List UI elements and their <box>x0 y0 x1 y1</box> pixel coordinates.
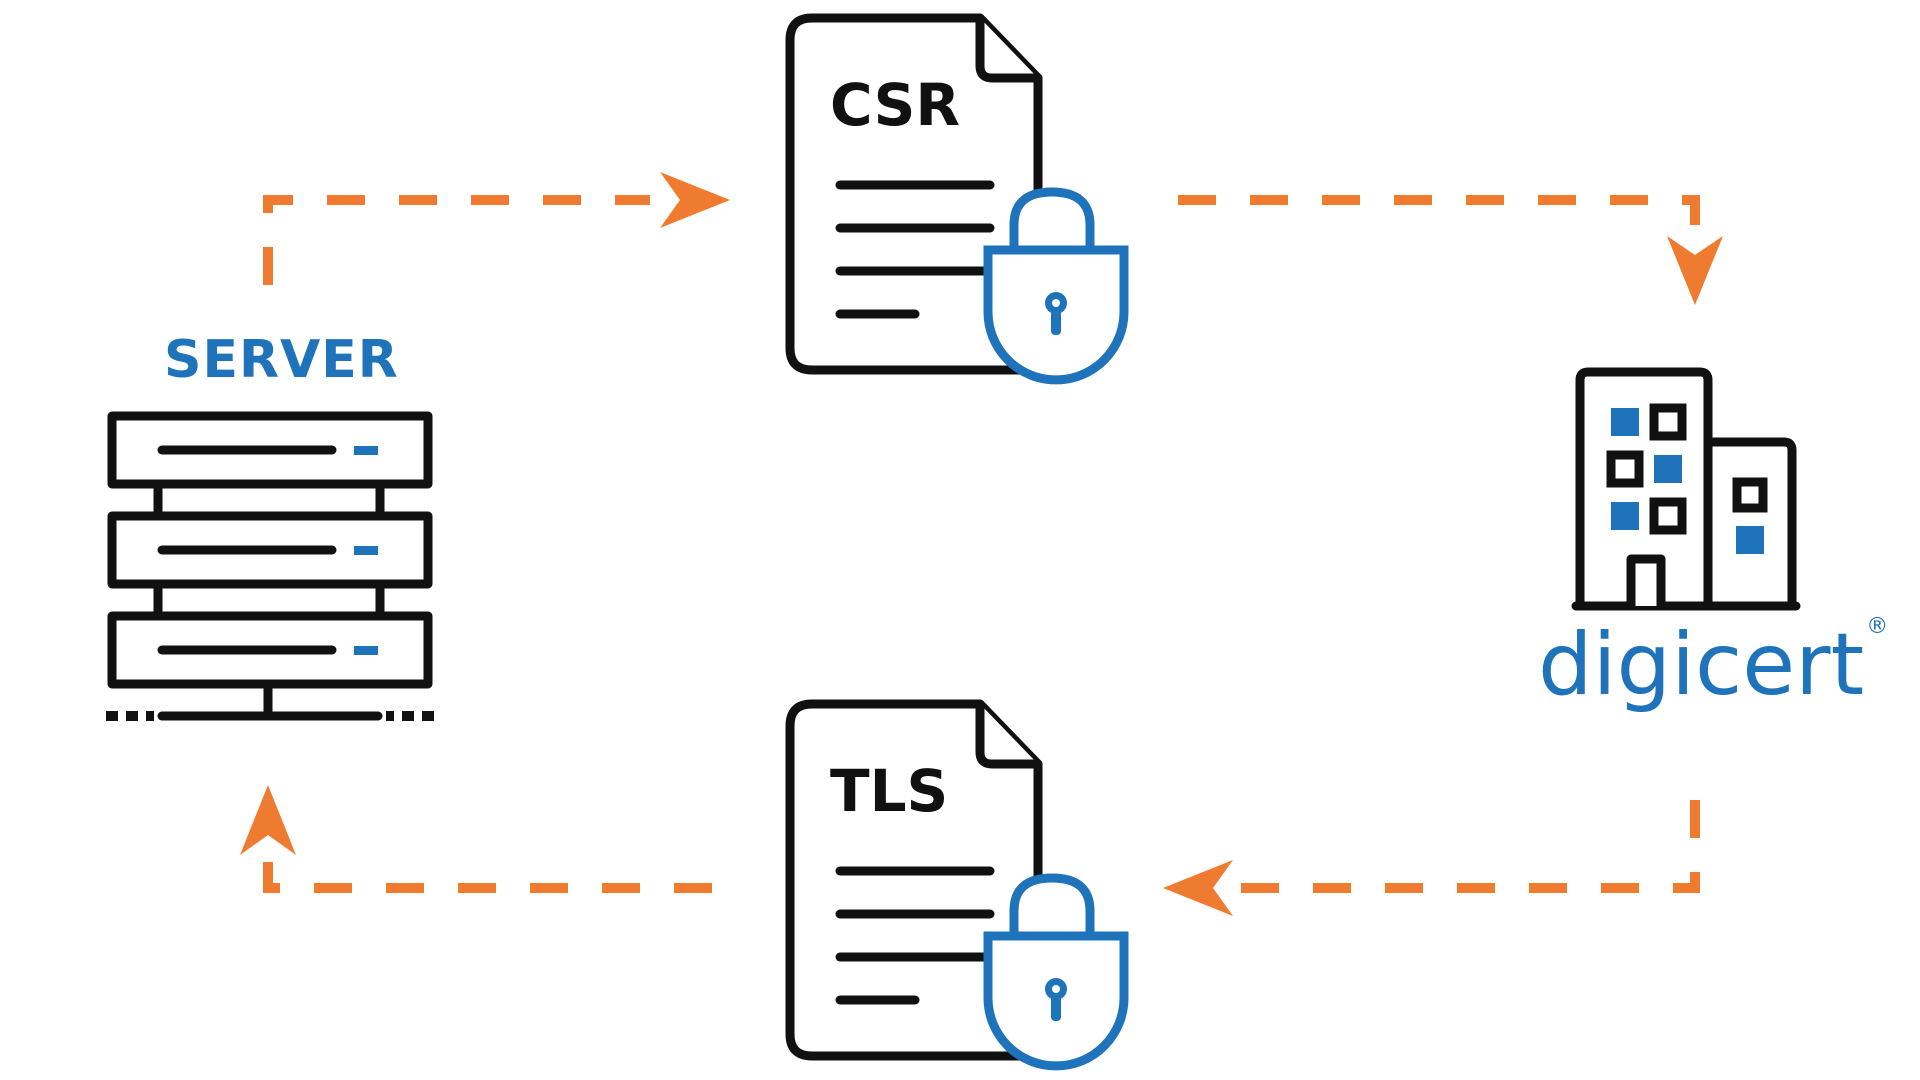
server-rack-icon <box>106 411 434 721</box>
arrow-csr-to-ca <box>1178 195 1723 305</box>
padlock-icon <box>983 873 1129 1071</box>
server-status-light <box>354 546 378 555</box>
brand-name: digicert <box>1538 615 1865 715</box>
arrow-ca-to-tls <box>1163 800 1700 916</box>
tls-label: TLS <box>830 757 949 825</box>
digicert-logo: digicert® <box>1538 616 1888 709</box>
arrowhead-up <box>240 785 296 855</box>
tls-document-icon <box>785 699 1129 1071</box>
csr-label: CSR <box>830 71 961 139</box>
arrow-tls-to-server <box>240 785 712 893</box>
registered-mark: ® <box>1866 614 1889 639</box>
arrowhead-left <box>1163 860 1233 916</box>
server-status-light <box>354 446 378 455</box>
csr-document-icon <box>785 13 1129 385</box>
arrowhead-down <box>1667 236 1723 305</box>
arrow-server-to-csr <box>263 172 730 285</box>
arrowhead-right <box>660 172 730 228</box>
server-status-light <box>354 646 378 655</box>
server-label: SERVER <box>164 330 399 390</box>
padlock-icon <box>983 187 1129 385</box>
office-building-icon <box>1571 367 1801 611</box>
